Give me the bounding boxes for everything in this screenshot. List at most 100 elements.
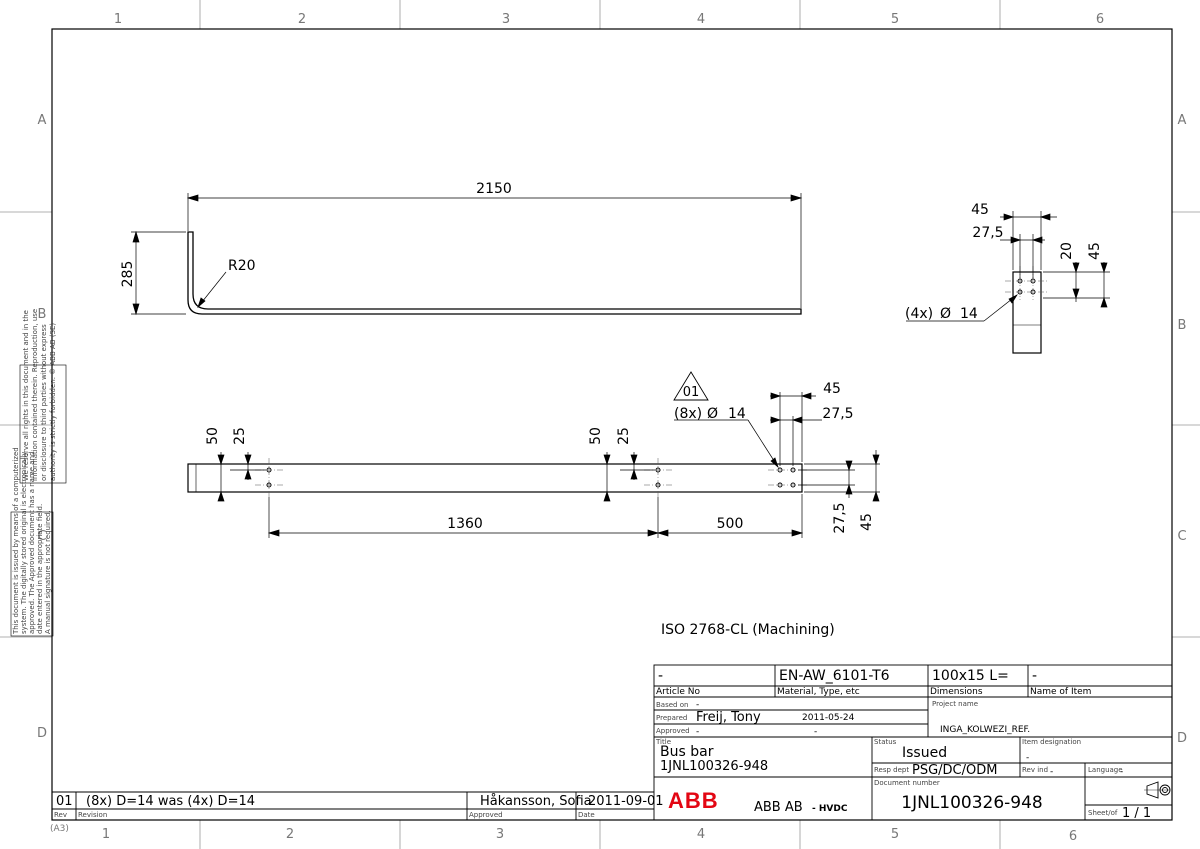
grid-col-3-bottom: 3 (496, 827, 504, 842)
grid-col-4-bottom: 4 (697, 827, 705, 842)
drawing-frame (51, 28, 1173, 821)
grid-col-1-top: 1 (114, 12, 122, 27)
grid-row-a-left: A (38, 113, 47, 128)
grid-row-b-left: B (38, 307, 47, 322)
end-height-dim: 45 (1087, 242, 1103, 260)
end-hole-size: 14 (960, 306, 978, 322)
mid-width-dim: 50 (588, 427, 604, 445)
end-hole-diameter-symbol: Ø (940, 306, 951, 322)
revision-table (52, 791, 654, 820)
title-block-text: - EN-AW_6101-T6 100x15 L= - Article No M… (655, 668, 1171, 821)
revision-triangle (673, 371, 709, 401)
revision-approved-by: Håkansson, Sofia (480, 794, 592, 809)
top-hole-count: (8x) (674, 406, 702, 422)
resp-dept-label: Resp dept (874, 766, 909, 774)
hole-distance-500-dim: 500 (717, 516, 744, 532)
top-hole-spacing-dim: 27,5 (822, 406, 853, 422)
grid-row-d-right: D (1177, 731, 1187, 746)
revision-revision-label: Revision (78, 811, 107, 819)
doc-number-label: Document number (874, 779, 940, 787)
abb-logo-text: ABB (668, 788, 719, 813)
company-division: - HVDC (812, 804, 848, 814)
end-view-dimensions (906, 211, 1110, 322)
end-view-outline (1012, 271, 1042, 354)
dimensions-value: 100x15 L= (932, 668, 1009, 684)
title-line-2: 1JNL100326-948 (660, 759, 768, 774)
top-end-width-dim: 45 (823, 381, 841, 397)
language-label: Language (1088, 766, 1123, 774)
based-on-value: - (696, 700, 699, 710)
approved-value: - (696, 727, 699, 737)
prepared-by: Freij, Tony (696, 710, 761, 725)
grid-col-2-bottom: 2 (286, 827, 294, 842)
side-height-dim: 285 (120, 261, 136, 288)
grid-row-c-left: C (37, 529, 46, 544)
grid-col-3-top: 3 (502, 12, 510, 27)
end-hole-offset-dim: 20 (1059, 242, 1075, 260)
resp-dept-value: PSG/DC/ODM (912, 763, 997, 778)
language-value: - (1120, 767, 1123, 777)
title-block (653, 664, 1173, 821)
end-width-dim: 45 (971, 202, 989, 218)
material-value: EN-AW_6101-T6 (779, 668, 890, 684)
revision-date-label: Date (578, 811, 595, 819)
grid-col-5-bottom: 5 (891, 827, 899, 842)
name-of-item-label: Name of Item (1030, 687, 1091, 697)
hole-distance-1360-dim: 1360 (447, 516, 483, 532)
top-hole-size: 14 (728, 406, 746, 422)
status-label: Status (874, 738, 897, 746)
prepared-label: Prepared (656, 714, 687, 722)
grid-row-c-right: C (1177, 529, 1186, 544)
signature-notice-line-4: date entered in the appropriate field. (36, 504, 44, 634)
grid-col-5-top: 5 (891, 12, 899, 27)
left-width-dim: 50 (205, 427, 221, 445)
revision-table-text: 01 (8x) D=14 was (4x) D=14 Håkansson, So… (54, 794, 664, 819)
top-view: 01 (8x) Ø 14 45 27,5 50 25 50 25 1360 50… (187, 371, 880, 538)
mid-hole-offset-dim: 25 (616, 427, 632, 445)
signature-notice-line-1: This document is issued by means of a co… (12, 447, 20, 635)
revision-number: 01 (56, 794, 73, 809)
grid-labels: 1 2 3 4 5 6 1 2 3 4 5 6 A B C D A B C D (37, 12, 1187, 844)
end-hole-spacing-dim: 27,5 (972, 225, 1003, 241)
grid-col-6-top: 6 (1096, 12, 1104, 27)
top-view-holes (266, 467, 796, 488)
end-view: 45 27,5 20 45 (4x) Ø 14 (905, 202, 1110, 354)
rights-notice-line-3: or disclosure to third parties without e… (40, 324, 48, 481)
rev-ind-label: Rev ind (1022, 766, 1048, 774)
side-view-dimensions (131, 193, 803, 316)
signature-notice-line-3: approved. The Approved document has a na… (28, 452, 36, 634)
item-designation-label: Item designation (1022, 738, 1081, 746)
right-width-dim: 45 (859, 513, 875, 531)
end-hole-count: (4x) (905, 306, 933, 322)
top-view-outline (187, 463, 803, 493)
abb-logo: ABB (668, 788, 719, 813)
dimensions-label: Dimensions (930, 687, 983, 697)
rights-notice-line-2: information contained therein. Reproduct… (31, 309, 39, 481)
grid-col-2-top: 2 (298, 12, 306, 27)
name-of-item-value: - (1032, 668, 1037, 684)
side-view-outline (187, 231, 802, 315)
sheet-size-label: (A3) (50, 824, 69, 834)
status-value: Issued (902, 745, 947, 761)
article-no-label: Article No (656, 687, 700, 697)
based-on-label: Based on (656, 701, 688, 709)
grid-row-b-right: B (1178, 318, 1187, 333)
rights-notice-line-4: authority is strictly forbidden. © ABB A… (49, 323, 57, 481)
revision-date: 2011-09-01 (588, 794, 664, 809)
project-name: INGA_KOLWEZI_REF. (940, 725, 1030, 735)
item-designation-value: - (1026, 753, 1029, 763)
article-no-value: - (658, 668, 663, 684)
project-label: Project name (932, 700, 978, 708)
top-hole-diameter-symbol: Ø (707, 406, 718, 422)
grid-col-1-bottom: 1 (102, 827, 110, 842)
sheet-value: 1 / 1 (1122, 806, 1151, 821)
approved-label: Approved (656, 727, 690, 735)
rev-ind-value: - (1050, 767, 1053, 777)
title-line-1: Bus bar (660, 744, 714, 760)
left-hole-offset-dim: 25 (232, 427, 248, 445)
signature-notice-line-5: A manual signature is not required. (44, 510, 52, 634)
prepared-date: 2011-05-24 (802, 713, 855, 723)
signature-notice: This document is issued by means of a co… (10, 447, 54, 637)
